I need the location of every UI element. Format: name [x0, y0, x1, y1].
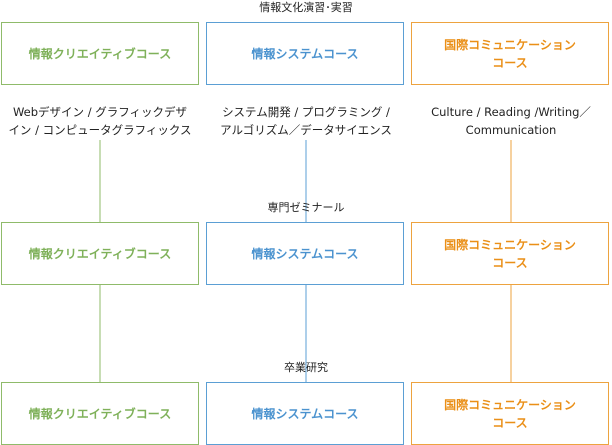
- creative-description-line1: Webデザイン / グラフィックデザ: [12, 105, 188, 119]
- creative-description: Webデザイン / グラフィックデザ イン / コンピュータグラフィックス: [0, 103, 200, 139]
- intl-course-label-line1: 国際コミュニケーション: [444, 397, 576, 412]
- creative-course-label: 情報クリエイティブコース: [28, 46, 172, 61]
- system-description: システム開発 / プログラミング / アルゴリズム／データサイエンス: [206, 103, 406, 139]
- system-course-label: 情報システムコース: [251, 246, 359, 261]
- system-description-line1: システム開発 / プログラミング /: [222, 105, 390, 119]
- system-course-box-thesis: 情報システムコース: [206, 382, 404, 445]
- creative-course-box-practice: 情報クリエイティブコース: [1, 22, 199, 85]
- system-course-label: 情報システムコース: [251, 46, 359, 61]
- thesis-section-title: 卒業研究: [284, 361, 328, 374]
- system-course-label: 情報システムコース: [251, 406, 359, 421]
- intl-description-line2: Communication: [465, 123, 557, 137]
- creative-course-label: 情報クリエイティブコース: [28, 246, 172, 261]
- intl-course-label: 国際コミュニケーション コース: [444, 236, 576, 272]
- creative-description-line2: イン / コンピュータグラフィックス: [8, 123, 192, 137]
- intl-description: Culture / Reading /Writing／ Communicatio…: [411, 103, 611, 139]
- creative-course-box-thesis: 情報クリエイティブコース: [1, 382, 199, 445]
- creative-course-label: 情報クリエイティブコース: [28, 406, 172, 421]
- system-course-box-practice: 情報システムコース: [206, 22, 404, 85]
- intl-course-box-practice: 国際コミュニケーション コース: [411, 22, 609, 85]
- intl-description-line1: Culture / Reading /Writing／: [431, 105, 591, 119]
- seminar-section-title: 専門ゼミナール: [267, 201, 345, 214]
- intl-course-label-line2: コース: [492, 255, 528, 270]
- creative-course-box-seminar: 情報クリエイティブコース: [1, 222, 199, 285]
- intl-course-box-thesis: 国際コミュニケーション コース: [411, 382, 609, 445]
- intl-course-label-line1: 国際コミュニケーション: [444, 237, 576, 252]
- intl-course-label-line1: 国際コミュニケーション: [444, 37, 576, 52]
- intl-course-label-line2: コース: [492, 55, 528, 70]
- intl-course-box-seminar: 国際コミュニケーション コース: [411, 222, 609, 285]
- intl-course-label: 国際コミュニケーション コース: [444, 36, 576, 72]
- intl-course-label-line2: コース: [492, 415, 528, 430]
- system-course-box-seminar: 情報システムコース: [206, 222, 404, 285]
- system-description-line2: アルゴリズム／データサイエンス: [220, 123, 392, 137]
- intl-course-label: 国際コミュニケーション コース: [444, 396, 576, 432]
- practice-section-title: 情報文化演習･実習: [259, 1, 353, 14]
